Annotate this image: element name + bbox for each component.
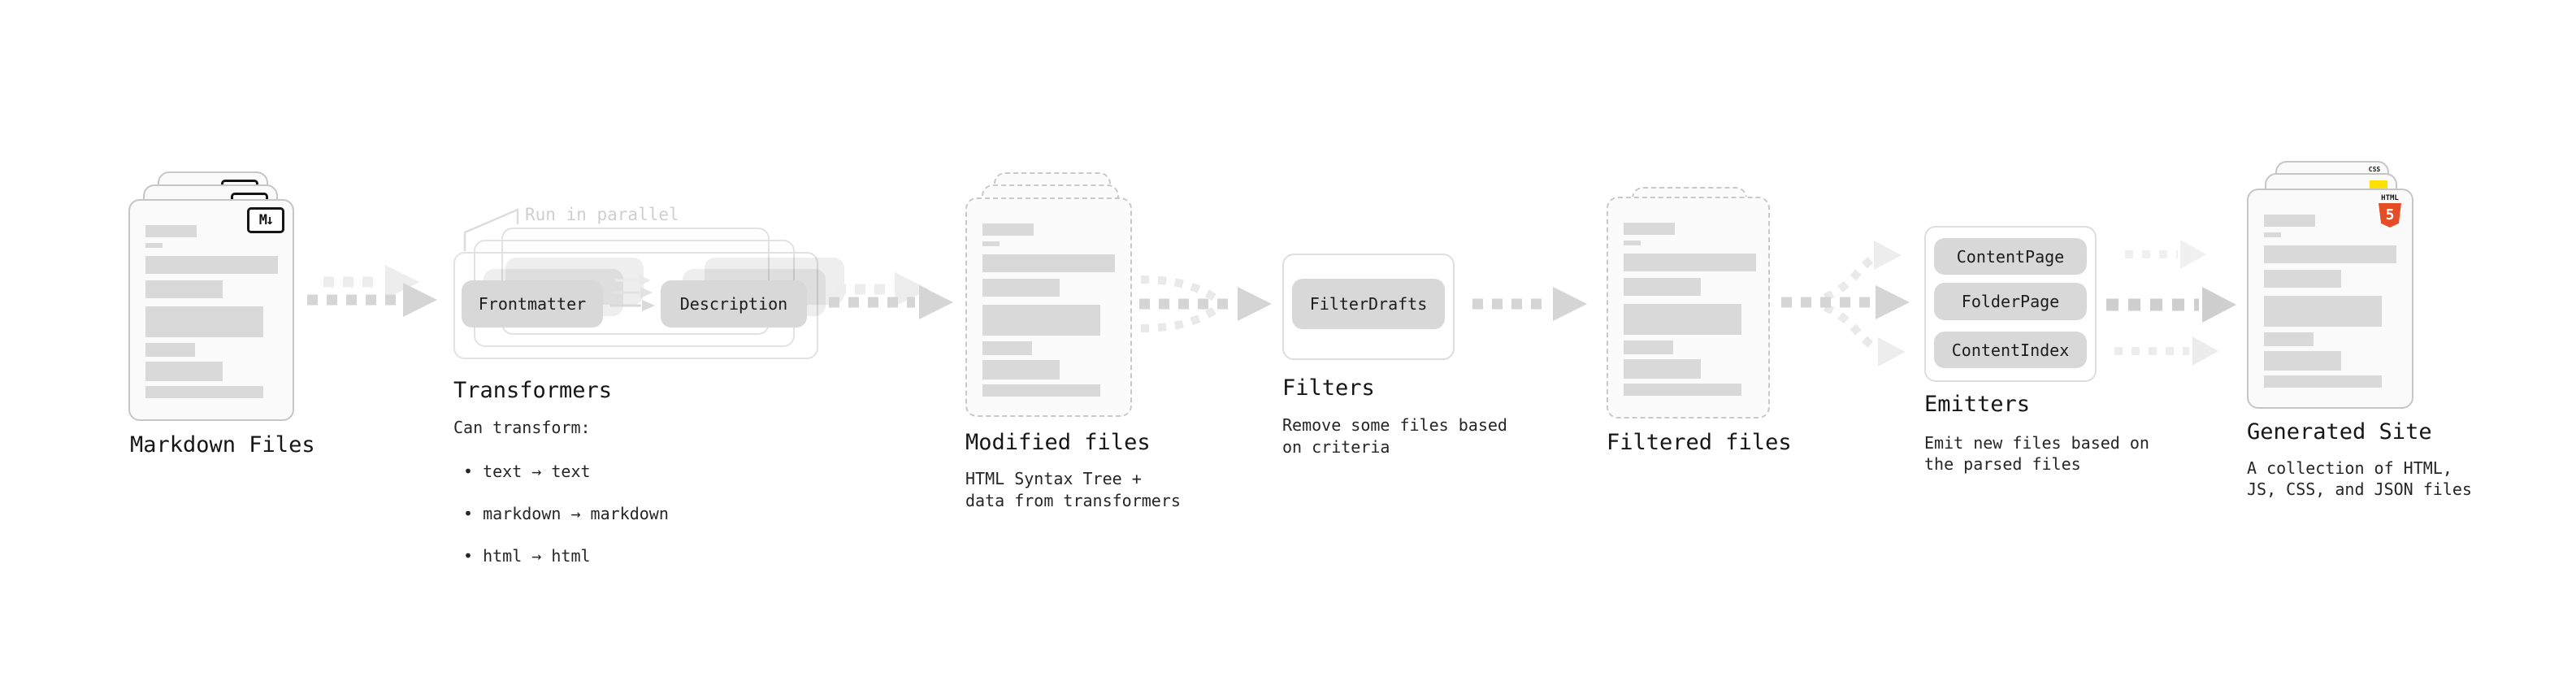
description-transformer-box: Description [661,280,807,327]
text-placeholder-bar [145,343,195,357]
text-placeholder-bar [982,254,1115,272]
arrow-filters-to-filtered [1472,287,1587,321]
text-placeholder-bar [2264,232,2281,237]
text-placeholder-bar [2264,215,2315,227]
text-placeholder-bar [1624,223,1675,235]
text-placeholder-bar [1624,241,1641,245]
run-in-parallel-annotation: Run in parallel [525,205,679,224]
text-placeholder-bar [145,280,223,298]
arrow-filtered-to-emitters-fanout [1781,241,1910,367]
html5-icon-shield: 5 [2379,203,2401,228]
filtered-files-label: Filtered files [1607,430,1792,455]
text-placeholder-bar [1624,359,1701,379]
modified-files-description: HTML Syntax Tree + data from transformer… [965,469,1181,510]
filtered-file-card-front [1607,197,1770,419]
generated-html-file-card: HTML 5 [2247,189,2413,409]
generated-site-description: A collection of HTML, JS, CSS, and JSON … [2247,458,2472,499]
emitters-label: Emitters [1924,392,2031,417]
js-icon [2370,180,2387,189]
generated-site-label: Generated Site [2247,419,2432,445]
text-placeholder-bar [2264,270,2341,288]
html5-icon: HTML 5 [2378,195,2402,228]
filterdrafts-filter-box: FilterDrafts [1292,279,1445,329]
text-placeholder-bar [1624,384,1741,396]
text-placeholder-bar [1624,254,1756,271]
transformers-notes: • text → text • markdown → markdown • ht… [463,440,669,588]
markdown-files-label: Markdown Files [130,432,315,458]
text-placeholder-bar [2264,351,2341,371]
text-placeholder-bar [982,279,1060,297]
text-placeholder-bar [982,241,1000,246]
text-placeholder-bar [145,225,197,237]
text-placeholder-bar [145,243,163,248]
text-placeholder-bar [982,384,1100,397]
filters-description: Remove some files based on criteria [1282,415,1507,457]
text-placeholder-bar [2264,296,2382,327]
contentpage-emitter-box: ContentPage [1934,238,2087,275]
transform-note: • text → text [463,462,591,481]
text-placeholder-bar [145,386,263,398]
modified-files-label: Modified files [965,430,1151,455]
text-placeholder-bar [145,306,263,337]
frontmatter-transformer-box: Frontmatter [462,280,603,327]
text-placeholder-bar [982,341,1032,355]
text-placeholder-bar [145,256,278,274]
html5-icon-text: HTML [2381,194,2399,202]
contentindex-emitter-box: ContentIndex [1934,332,2087,368]
markdown-icon: M↓ [247,207,284,233]
text-placeholder-bar [1624,340,1673,354]
text-placeholder-bar [982,305,1100,336]
text-placeholder-bar [1624,278,1701,296]
markdown-file-card-front: M↓ [128,199,294,421]
text-placeholder-bar [1624,304,1741,335]
text-placeholder-bar [2264,375,2382,388]
arrow-modified-to-filters-merge [1139,275,1272,332]
transform-note: • markdown → markdown [463,504,669,523]
folderpage-emitter-box: FolderPage [1934,283,2087,320]
transform-note: • html → html [463,546,591,566]
arrow-transformers-to-modified [829,272,953,319]
transformers-panel-front [453,252,818,359]
arrow-markdown-to-transformers [307,265,437,317]
transformers-note-title: Can transform: [453,418,591,437]
text-placeholder-bar [982,360,1060,380]
modified-file-card-front [965,197,1132,417]
parallel-transform-arrows [610,275,655,311]
emitters-description: Emit new files based on the parsed files [1924,433,2149,474]
arrows-emitters-to-site [2106,240,2236,366]
css-icon-text: CSS [2368,166,2381,173]
transformers-label: Transformers [453,378,613,403]
text-placeholder-bar [2264,245,2396,263]
filters-label: Filters [1282,375,1375,401]
run-in-parallel-connector [463,208,519,251]
text-placeholder-bar [145,362,223,381]
text-placeholder-bar [2264,332,2314,346]
text-placeholder-bar [982,223,1034,236]
